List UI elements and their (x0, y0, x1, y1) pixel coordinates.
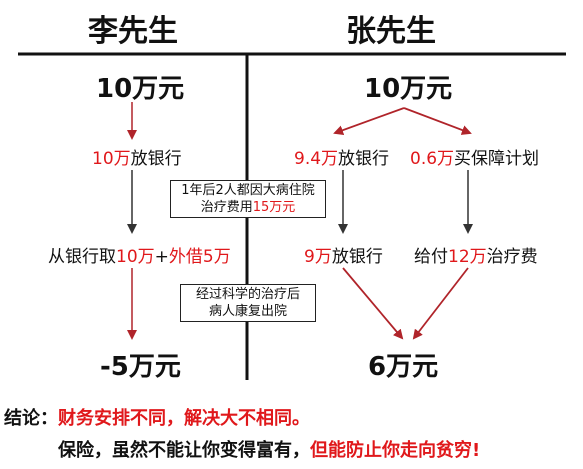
note1-line2: 治疗费用15万元 (175, 199, 321, 216)
note1-line1: 1年后2人都因大病住院 (181, 183, 315, 198)
note2-line1: 经过科学的治疗后 (195, 287, 300, 302)
left-step2-loan: 外借5万 (168, 247, 231, 267)
conclusion-text2-red: 但能防止你走向贫穷! (310, 440, 481, 461)
left-step2-prefix: 从银行取 (48, 247, 116, 267)
left-initial-amount: 10万元 (96, 74, 185, 104)
conclusion-label: 结论： (4, 408, 58, 429)
left-step2: 从银行取10万+外借5万 (48, 242, 231, 267)
note-hospitalization: 1年后2人都因大病住院 治疗费用15万元 (170, 180, 326, 218)
arrow-right-b-merge (412, 267, 469, 340)
right-person-name: 张先生 (346, 14, 436, 49)
right-branch-a2-amount: 9万 (304, 247, 332, 267)
arrow-right-split-b (403, 107, 472, 135)
right-branch-a2: 9万放银行 (304, 242, 383, 267)
left-person-name: 李先生 (88, 14, 178, 49)
right-branch-b2-amount: 12万 (448, 247, 487, 267)
note-recovery: 经过科学的治疗后 病人康复出院 (180, 284, 316, 322)
right-branch-b2-prefix: 给付 (414, 247, 448, 267)
right-branch-b2-action: 治疗费 (486, 247, 538, 267)
right-branch-b-amount: 0.6万 (410, 149, 455, 169)
right-branch-b: 0.6万买保障计划 (410, 144, 539, 169)
left-step1: 10万放银行 (92, 144, 182, 169)
left-step2-plus: + (154, 247, 169, 267)
right-branch-a2-action: 放银行 (331, 247, 383, 267)
right-initial-amount: 10万元 (364, 74, 453, 104)
note1-line2-amount: 15万元 (252, 200, 296, 215)
note1-line2-prefix: 治疗费用 (200, 200, 253, 215)
left-step1-action: 放银行 (130, 149, 182, 169)
arrow-right-split-a (333, 107, 405, 135)
conclusion-line2: 保险，虽然不能让你变得富有，但能防止你走向贫穷! (58, 436, 480, 462)
conclusion-text1: 财务安排不同，解决大不相同。 (58, 408, 310, 429)
left-step1-amount: 10万 (92, 149, 131, 169)
right-branch-a-action: 放银行 (338, 149, 390, 169)
conclusion-text2-black: 保险，虽然不能让你变得富有， (58, 440, 310, 461)
left-result: -5万元 (100, 352, 181, 382)
right-result: 6万元 (368, 352, 439, 382)
right-branch-a-amount: 9.4万 (294, 149, 339, 169)
arrow-right-a-merge (342, 267, 404, 340)
left-step2-bank: 10万 (116, 247, 155, 267)
right-branch-b2: 给付12万治疗费 (414, 242, 538, 267)
conclusion-line1: 结论：财务安排不同，解决大不相同。 (4, 404, 310, 430)
note2-line2: 病人康复出院 (208, 304, 287, 319)
right-branch-a: 9.4万放银行 (294, 144, 389, 169)
right-branch-b-action: 买保障计划 (454, 149, 540, 169)
